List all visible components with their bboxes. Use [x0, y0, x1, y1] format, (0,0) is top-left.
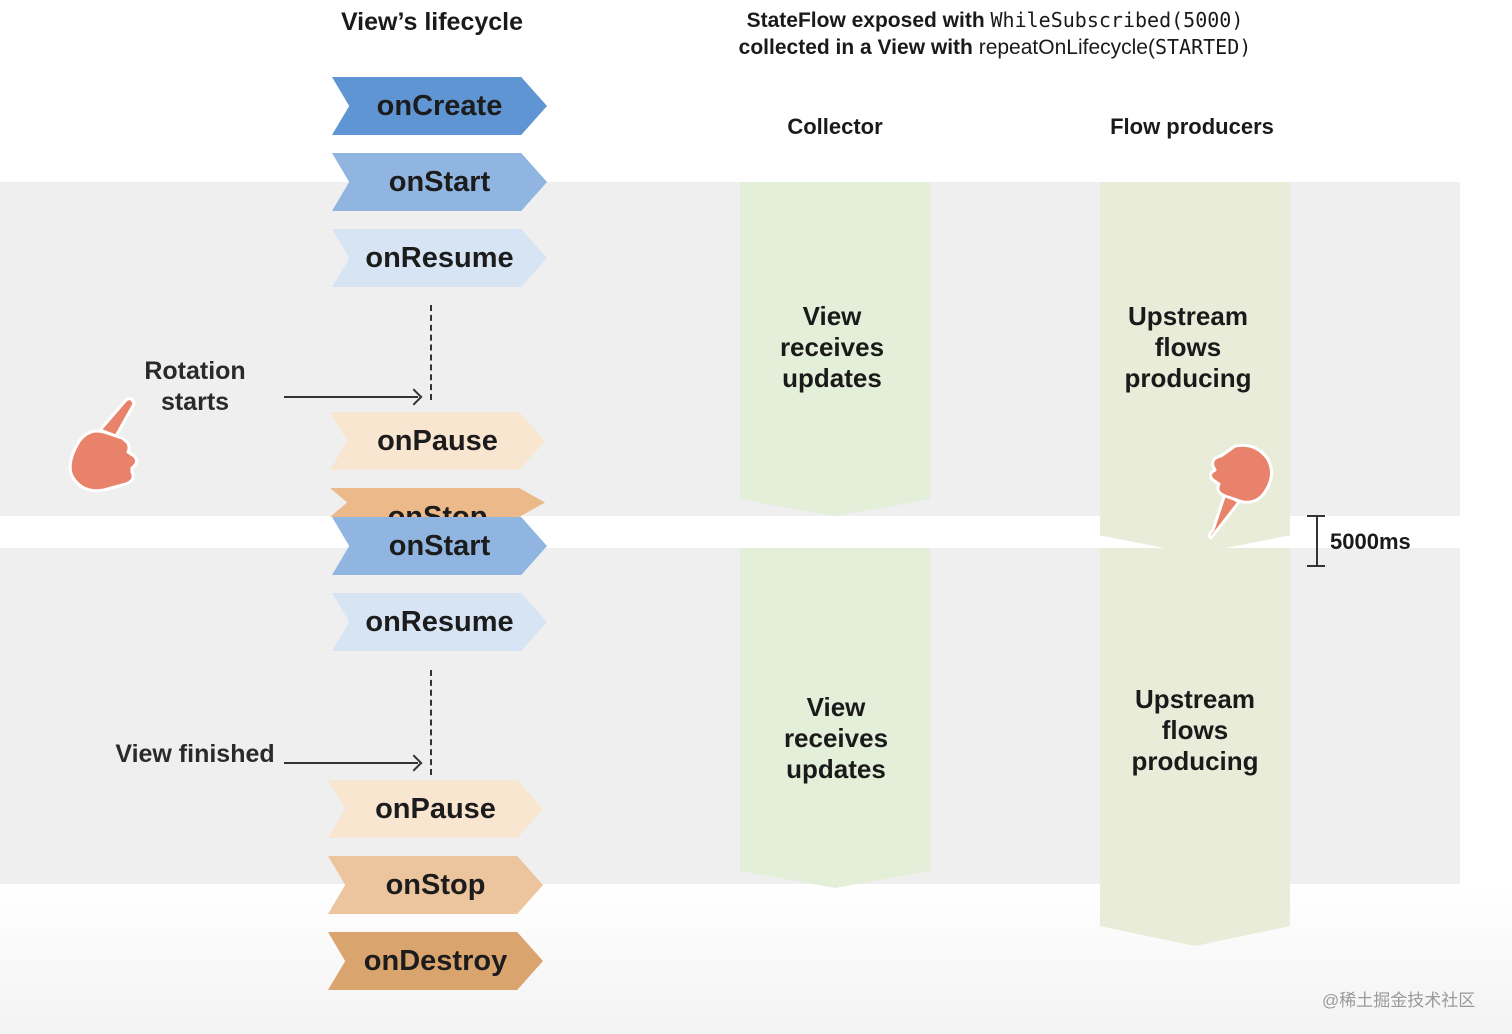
- lifecycle-step-onstop-partial: onStop: [330, 488, 545, 517]
- producer-block-top-text: Upstream flows producing: [1093, 301, 1283, 394]
- header-line-2-code: STARTED: [1154, 35, 1240, 59]
- producer-top-line-2: flows: [1154, 332, 1222, 362]
- pointing-hand-icon: [1207, 443, 1273, 540]
- collector-top-line-3: updates: [782, 363, 882, 393]
- rotation-arrow-line: [284, 396, 418, 398]
- producer-block-bottom: [1100, 548, 1290, 946]
- collector-block-bottom-text: View receives updates: [741, 692, 931, 785]
- lifecycle-step-onstart: onStart: [332, 153, 547, 211]
- timeout-bracket-top: [1307, 515, 1325, 517]
- lifecycle-step-onstop: onStop: [328, 856, 543, 914]
- collector-top-line-2: receives: [779, 332, 885, 362]
- collector-bottom-line-1: View: [806, 692, 866, 722]
- dashed-connector-top: [430, 305, 432, 400]
- tapping-hand-icon: [68, 397, 139, 493]
- timeout-bracket-bottom: [1307, 565, 1325, 567]
- producer-top-line-1: Upstream: [1128, 301, 1248, 331]
- lifecycle-title: View’s lifecycle: [340, 8, 524, 36]
- lifecycle-step-onpause: onPause: [330, 412, 545, 470]
- rotation-label: Rotation starts: [120, 356, 270, 418]
- producer-block-bottom-text: Upstream flows producing: [1100, 684, 1290, 777]
- collector-column-header: Collector: [787, 114, 883, 139]
- producer-top-line-3: producing: [1124, 363, 1252, 393]
- collector-bottom-line-2: receives: [783, 723, 889, 753]
- header-line-1-text: StateFlow exposed with: [746, 9, 985, 32]
- lifecycle-step-ondestroy: onDestroy: [328, 932, 543, 990]
- collector-block-top-text: View receives updates: [737, 301, 927, 394]
- collector-top-line-1: View: [802, 301, 862, 331]
- lifecycle-step-onresume-2: onResume: [332, 593, 547, 651]
- header-line-2-text: collected in a View with: [738, 36, 973, 59]
- producer-bottom-line-3: producing: [1131, 746, 1259, 776]
- header-line-1-code: WhileSubscribed(5000): [990, 8, 1244, 32]
- collector-bottom-line-3: updates: [786, 754, 886, 784]
- lifecycle-step-onresume: onResume: [332, 229, 547, 287]
- header-line-2-call: repeatOnLifecycle(: [978, 36, 1155, 59]
- header-line-2-end: ): [1239, 35, 1252, 59]
- producer-bottom-line-2: flows: [1161, 715, 1229, 745]
- timeout-label: 5000ms: [1330, 529, 1411, 554]
- timeout-bracket: [1316, 516, 1318, 566]
- dashed-connector-bottom: [430, 670, 432, 775]
- rotation-label-line-2: starts: [160, 388, 230, 416]
- producer-bottom-line-1: Upstream: [1135, 684, 1255, 714]
- header-line-1: StateFlow exposed with WhileSubscribed(5…: [700, 8, 1290, 33]
- lifecycle-step-onpause-2: onPause: [328, 780, 543, 838]
- finished-arrow-line: [284, 762, 418, 764]
- view-finished-label: View finished: [115, 740, 275, 768]
- producers-column-header: Flow producers: [1110, 114, 1274, 139]
- lifecycle-step-onstart-2: onStart: [332, 517, 547, 575]
- rotation-label-line-1: Rotation: [144, 357, 246, 385]
- watermark: @稀土掘金技术社区: [1322, 991, 1476, 1010]
- header-line-2: collected in a View with repeatOnLifecyc…: [700, 35, 1290, 60]
- collector-block-top: [740, 182, 930, 516]
- collector-block-bottom: [740, 548, 930, 888]
- lifecycle-step-oncreate: onCreate: [332, 77, 547, 135]
